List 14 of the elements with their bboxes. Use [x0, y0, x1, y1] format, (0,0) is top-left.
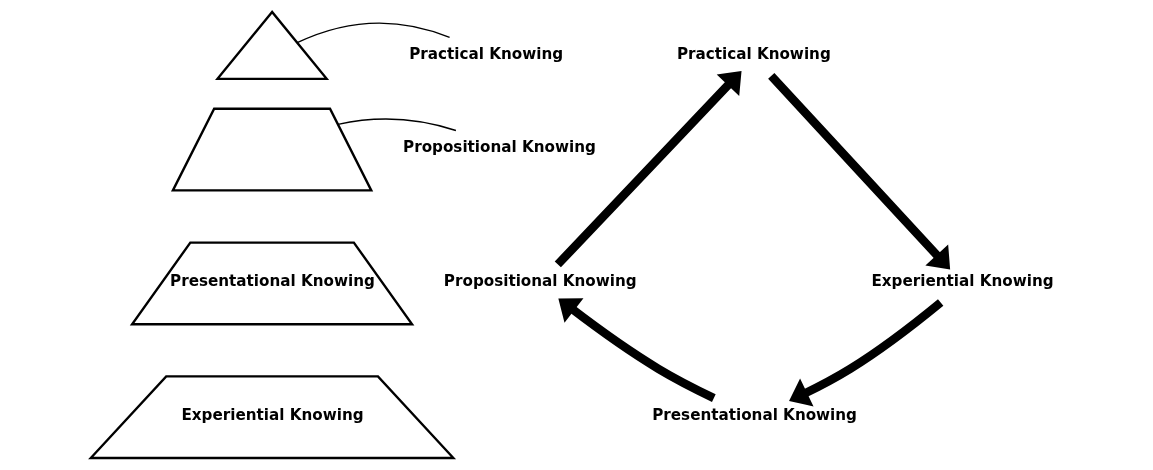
node-text: Propositional Knowing — [402, 138, 596, 157]
node-text: Practical Knowing — [676, 45, 831, 64]
connector — [336, 118, 457, 132]
node-triangle — [214, 10, 329, 81]
arrow — [557, 298, 716, 402]
arrow — [767, 73, 950, 270]
arrow — [788, 299, 943, 407]
node-text: Experiential Knowing — [870, 272, 1054, 291]
node-text: Presentational Knowing — [651, 405, 857, 424]
node-trapezoid — [170, 107, 373, 192]
connector — [296, 22, 450, 44]
arrow — [554, 70, 742, 268]
node-text: Propositional Knowing — [443, 272, 637, 291]
node-text: Practical Knowing — [408, 45, 563, 64]
